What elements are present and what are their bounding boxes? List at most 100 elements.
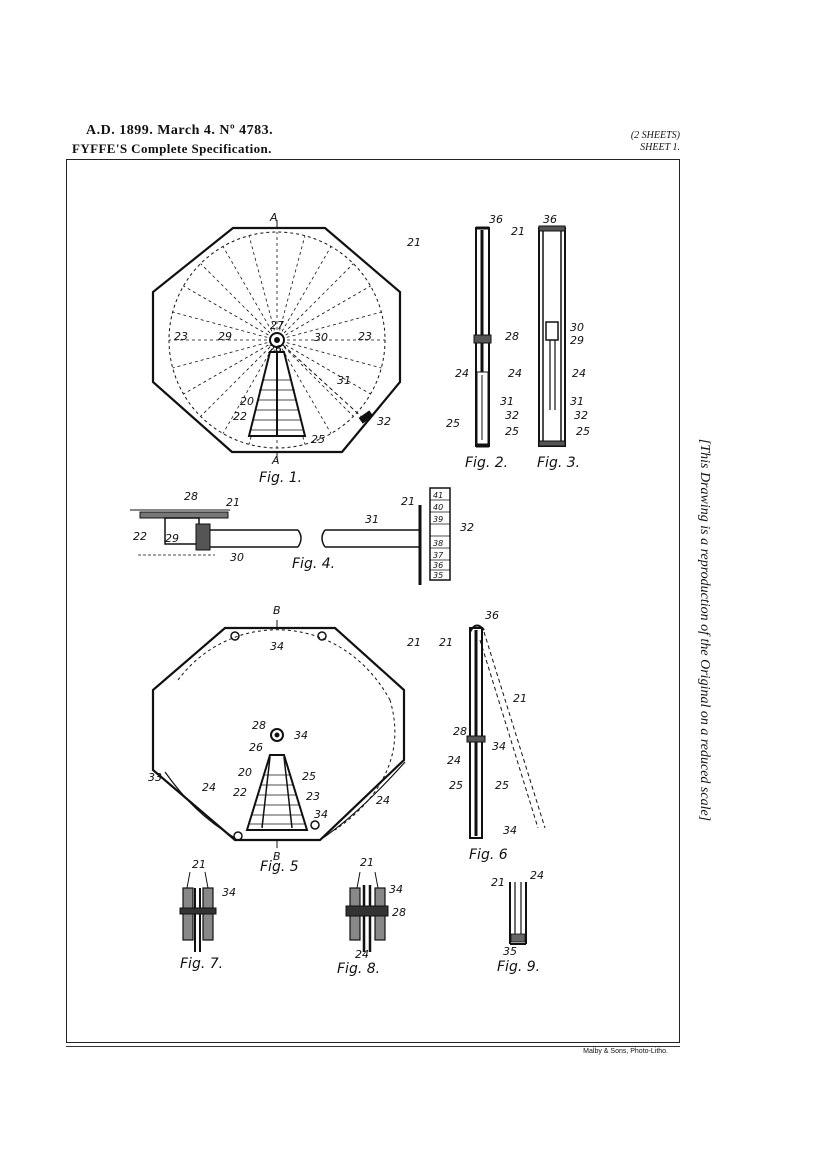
fig-5-caption: Fig. 5 xyxy=(260,859,299,875)
fig-1-spoke xyxy=(200,263,271,334)
label-25-f6-left: 25 xyxy=(449,779,463,792)
label-25-f5: 25 xyxy=(302,770,316,783)
label-24-f5-right: 24 xyxy=(376,794,390,807)
label-32-f3: 32 xyxy=(574,409,588,422)
figure-3-labels: 36 21 30 29 24 24 31 32 25 Fig. 3. xyxy=(508,213,590,471)
label-21-f8: 21 xyxy=(360,856,374,869)
label-35-f9: 35 xyxy=(503,945,517,958)
label-B-top: B xyxy=(273,604,281,617)
label-28-f2: 28 xyxy=(505,330,519,343)
label-22: 22 xyxy=(233,410,247,423)
sheets-count: (2 SHEETS) xyxy=(630,130,680,141)
figure-5-labels: B B 21 34 28 34 26 20 25 22 23 33 24 24 … xyxy=(148,604,421,875)
label-24-f8: 24 xyxy=(355,948,369,961)
label-23-right: 23 xyxy=(358,330,372,343)
fig-1-spoke xyxy=(281,348,332,434)
label-21-f4: 21 xyxy=(226,496,240,509)
label-25-f2-left: 25 xyxy=(446,417,460,430)
fig-2-caption: Fig. 2. xyxy=(465,455,508,471)
scale-37: 37 xyxy=(433,551,444,560)
sheet-info: (2 SHEETS) SHEET 1. xyxy=(631,130,680,154)
fig-1-spoke xyxy=(172,311,268,338)
fig-1-spoke xyxy=(285,285,371,336)
figure-5 xyxy=(151,620,406,848)
fig-1-spoke xyxy=(183,285,269,336)
label-24-f3-right: 24 xyxy=(572,367,586,380)
label-22-f4: 22 xyxy=(133,530,147,543)
label-A-bottom: A xyxy=(271,454,280,467)
fig-1-spoke xyxy=(183,344,269,395)
label-24-f9: 24 xyxy=(530,869,544,882)
fig-4-caption: Fig. 4. xyxy=(292,556,335,572)
label-34-f6-low: 34 xyxy=(503,824,517,837)
scale-38: 38 xyxy=(433,539,443,548)
fig-1-spoke xyxy=(281,246,332,332)
label-31: 31 xyxy=(337,374,351,387)
figure-7 xyxy=(179,871,217,952)
fig-1-caption: Fig. 1. xyxy=(259,470,302,486)
label-25: 25 xyxy=(311,433,325,446)
fig-6-caption: Fig. 6 xyxy=(469,847,508,863)
label-21-f5: 21 xyxy=(407,636,421,649)
label-28-f8: 28 xyxy=(392,906,406,919)
fig-9-caption: Fig. 9. xyxy=(497,959,540,975)
label-23-f5: 23 xyxy=(306,790,320,803)
label-34-f5-low: 34 xyxy=(314,808,328,821)
sheet-number: SHEET 1. xyxy=(640,142,680,153)
figure-1 xyxy=(151,220,402,460)
figure-4 xyxy=(130,487,451,585)
figure-2-labels: 36 28 24 31 32 25 25 Fig. 2. xyxy=(446,213,519,471)
figure-6-labels: 36 21 21 28 34 24 25 25 34 Fig. 6 xyxy=(439,609,527,863)
figure-2 xyxy=(473,226,492,448)
label-34-f5-top: 34 xyxy=(270,640,284,653)
label-34-f5-mid: 34 xyxy=(294,729,308,742)
fig-1-spoke xyxy=(286,311,382,338)
fig-8-caption: Fig. 8. xyxy=(337,961,380,977)
fig-1-spoke xyxy=(222,348,273,434)
label-21-f3: 21 xyxy=(511,225,525,238)
label-31-f3: 31 xyxy=(570,395,584,408)
label-32-f2: 32 xyxy=(505,409,519,422)
figure-9 xyxy=(509,882,527,945)
fig-3-caption: Fig. 3. xyxy=(537,455,580,471)
label-34-f6: 34 xyxy=(492,740,506,753)
header-line-2: FYFFE'S Complete Specification. xyxy=(72,141,272,156)
label-A-top: A xyxy=(269,211,278,224)
fig-1-spoke xyxy=(283,346,354,417)
fig-1-spoke xyxy=(172,342,268,369)
label-28-f6: 28 xyxy=(453,725,467,738)
fig-7-caption: Fig. 7. xyxy=(180,956,223,972)
label-32-f4: 32 xyxy=(460,521,474,534)
label-25-f2-right: 25 xyxy=(505,425,519,438)
figure-1-labels: A A 21 23 23 29 27 30 26 31 20 22 25 32 … xyxy=(174,211,421,486)
fig-1-spoke xyxy=(286,342,382,369)
figure-6 xyxy=(466,624,546,839)
scale-41: 41 xyxy=(433,491,443,500)
drawing-plate xyxy=(66,159,680,1043)
label-27: 27 xyxy=(270,319,284,332)
label-29-f4: 29 xyxy=(165,532,179,545)
figure-9-labels: 21 24 35 Fig. 9. xyxy=(491,869,544,975)
label-31-f4: 31 xyxy=(365,513,379,526)
label-29-f3: 29 xyxy=(570,334,584,347)
fig-1-spoke xyxy=(222,246,273,332)
label-21-f4b: 21 xyxy=(401,495,415,508)
fig-1-spoke xyxy=(200,346,271,417)
label-28-f5: 28 xyxy=(252,719,266,732)
scale-40: 40 xyxy=(433,503,443,512)
scale-36: 36 xyxy=(433,561,443,570)
label-26-f5: 26 xyxy=(249,741,263,754)
plate-bottom-rule xyxy=(66,1046,680,1047)
label-30-f3: 30 xyxy=(570,321,584,334)
label-36-f6: 36 xyxy=(485,609,499,622)
label-24-f5-left: 24 xyxy=(202,781,216,794)
figure-4-labels: 28 21 22 29 30 31 21 32 41 40 39 38 37 3… xyxy=(133,490,474,580)
label-36-f2: 36 xyxy=(489,213,503,226)
label-21-f7: 21 xyxy=(192,858,206,871)
label-34-f7: 34 xyxy=(222,886,236,899)
printer-credit: Malby & Sons, Photo-Litho. xyxy=(583,1048,668,1055)
label-20: 20 xyxy=(240,395,254,408)
label-28-f4: 28 xyxy=(184,490,198,503)
figure-7-labels: 21 34 Fig. 7. xyxy=(180,858,236,972)
